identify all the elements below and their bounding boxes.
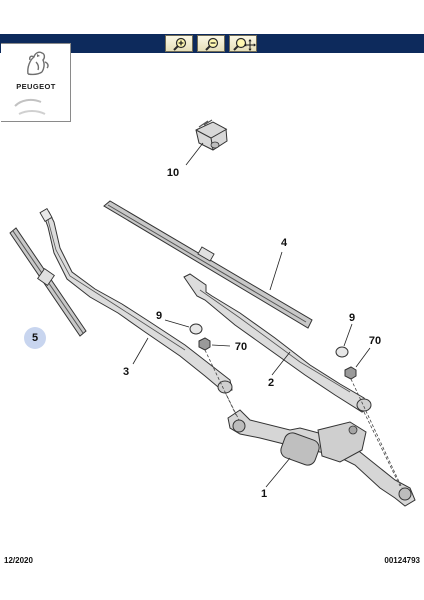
part-1-wiper-motor-linkage[interactable] xyxy=(227,409,416,507)
callout-9-left[interactable]: 9 xyxy=(155,310,163,322)
callout-5[interactable]: 5 xyxy=(31,332,39,344)
part-2-wiper-arm[interactable] xyxy=(183,273,372,413)
part-3-wiper-arm[interactable] xyxy=(39,208,233,394)
brand-name: PEUGEOT xyxy=(16,82,56,91)
zoom-in-button[interactable] xyxy=(165,35,193,52)
footer-date: 12/2020 xyxy=(4,556,33,565)
brand-logo-box: PEUGEOT xyxy=(1,43,71,122)
zoom-out-button[interactable] xyxy=(197,35,225,52)
magnifier-minus-icon xyxy=(205,37,219,51)
callout-1[interactable]: 1 xyxy=(260,488,268,500)
zoom-pan-button[interactable] xyxy=(229,35,257,52)
part-4-wiper-blade[interactable] xyxy=(103,200,313,329)
part-5-wiper-blade[interactable] xyxy=(9,227,87,337)
part-70-nut-right[interactable] xyxy=(344,366,357,380)
part-9-cap-right[interactable] xyxy=(335,346,349,358)
peugeot-lion-logo xyxy=(27,51,49,76)
magnifier-move-icon xyxy=(233,37,256,51)
part-9-cap-left[interactable] xyxy=(189,323,203,335)
callout-10[interactable]: 10 xyxy=(166,167,180,179)
part-10-sensor[interactable] xyxy=(195,119,228,151)
assembly-guide-lines xyxy=(204,349,403,489)
callout-4[interactable]: 4 xyxy=(280,237,288,249)
callout-70-right[interactable]: 70 xyxy=(368,335,382,347)
magnifier-plus-icon xyxy=(173,37,187,51)
footer-reference: 00124793 xyxy=(384,556,420,565)
callout-3[interactable]: 3 xyxy=(122,366,130,378)
part-70-nut-left[interactable] xyxy=(198,337,211,351)
callout-leader-lines xyxy=(132,142,371,488)
part-5-highlight xyxy=(24,327,46,349)
callout-9-right[interactable]: 9 xyxy=(348,312,356,324)
callout-70-left[interactable]: 70 xyxy=(234,341,248,353)
logo-shadow-graphic xyxy=(14,98,46,115)
callout-2[interactable]: 2 xyxy=(267,377,275,389)
viewer-toolbar xyxy=(0,34,424,53)
